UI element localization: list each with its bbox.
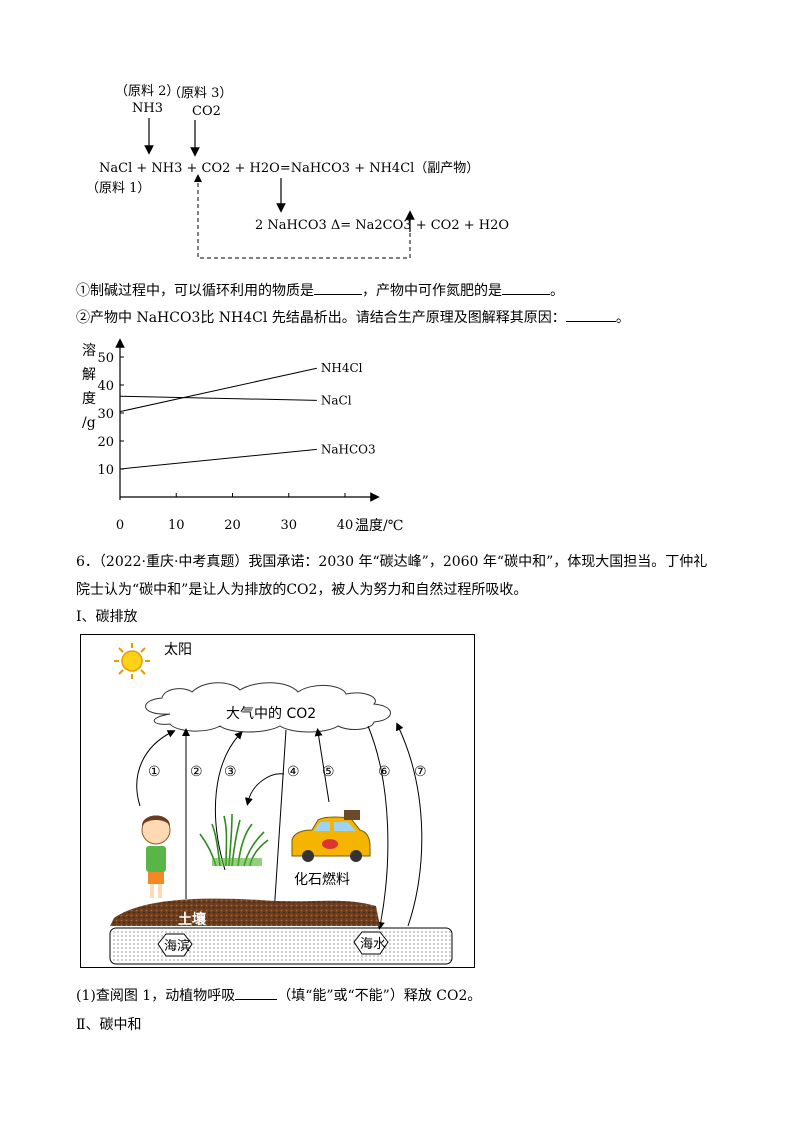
- arrow-label-7: ⑦: [414, 764, 427, 780]
- main-equation: NaCl + NH3 + CO2 + H2O=NaHCO3 + NH4Cl（副产…: [99, 161, 480, 176]
- co2-label: CO2: [192, 104, 221, 119]
- y-axis-label: /g: [82, 415, 96, 431]
- y-tick-label: 50: [97, 351, 114, 366]
- arrow-5: [314, 728, 330, 803]
- question-1-text-c: 。: [550, 283, 564, 299]
- y-tick-label: 20: [97, 435, 114, 450]
- arrow-label-5: ⑤: [322, 764, 335, 780]
- raw-material-1-label: （原料 1）: [86, 181, 151, 196]
- x-tick-label: 10: [168, 518, 185, 533]
- x-tick-label: 30: [280, 518, 297, 533]
- y-tick-label: 30: [97, 407, 114, 422]
- series-label-nh4cl: NH4Cl: [321, 361, 363, 375]
- arrow-1: [136, 730, 176, 807]
- question-6-1-text-b: （填“能”或“不能”）释放 CO2。: [277, 988, 482, 1004]
- arrow-label-1: ①: [148, 764, 161, 780]
- answer-blank-fertilizer[interactable]: [502, 280, 550, 295]
- arrow-4-main: [270, 729, 287, 918]
- sun-icon: [114, 643, 150, 679]
- fossil-fuel-label: 化石燃料: [294, 871, 350, 888]
- question-2-text-a: ②产物中 NaHCO3比 NH4Cl 先结晶析出。请结合生产原理及图解释其原因：: [76, 310, 566, 326]
- nh3-label: NH3: [132, 101, 163, 116]
- y-tick-label: 40: [97, 379, 114, 394]
- y-tick-label: 10: [97, 463, 114, 478]
- series-label-nacl: NaCl: [321, 393, 352, 407]
- section-1-title: Ⅰ、碳排放: [76, 609, 138, 625]
- shore-hexagon: [157, 933, 193, 957]
- x-tick-label: 40: [337, 518, 354, 533]
- question-1: ①制碱过程中，可以循环利用的物质是 ，产物中可作氮肥的是 。: [76, 280, 564, 300]
- series-line-nacl: [119, 395, 317, 401]
- question-1-text-a: ①制碱过程中，可以循环利用的物质是: [76, 283, 314, 299]
- sun-label: 太阳: [164, 642, 192, 658]
- soil-label: 土壤: [178, 911, 207, 928]
- question-1-text-b: ，产物中可作氮肥的是: [362, 283, 502, 299]
- raw-material-3-label: （原料 3）: [168, 86, 233, 101]
- car-icon: [291, 810, 371, 862]
- cloud-label: 大气中的 CO2: [226, 706, 316, 722]
- series-line-nh4cl: [119, 367, 317, 413]
- answer-blank-recycle[interactable]: [314, 280, 362, 295]
- section-2-title: Ⅱ、碳中和: [76, 1017, 142, 1033]
- cloud-icon: [145, 682, 391, 733]
- question-2: ②产物中 NaHCO3比 NH4Cl 先结晶析出。请结合生产原理及图解释其原因：…: [76, 307, 630, 327]
- raw-material-2-label: （原料 2）: [115, 84, 180, 99]
- question-6-line-1: 6．（2022·重庆·中考真题）我国承诺：2030 年“碳达峰”，2060 年“…: [76, 554, 708, 570]
- soil-mound: [110, 898, 380, 926]
- question-6-line-2: 院士认为“碳中和”是让人为排放的CO2，被人为努力和自然过程所吸收。: [76, 582, 528, 598]
- arrow-label-4: ④: [287, 764, 300, 780]
- reaction-arrows: [144, 118, 415, 259]
- x-axis-label: 温度/℃: [355, 518, 403, 534]
- sea-label: 海水: [360, 937, 386, 952]
- series-line-nahco3: [119, 448, 317, 470]
- carbon-cycle-figure: 太阳 大气中的 CO2 ① ② ③ ④ ⑤ ⑥ ⑦ 化石燃料: [80, 634, 475, 968]
- series-label-nahco3: NaHCO3: [321, 442, 376, 456]
- question-2-text-b: 。: [615, 310, 630, 326]
- arrow-label-2: ②: [190, 764, 203, 780]
- arrow-4-branch: [244, 773, 285, 806]
- x-tick-label: 0: [116, 518, 124, 533]
- arrow-7: [396, 722, 423, 927]
- y-axis-label: 溶: [82, 343, 96, 359]
- shore-label: 海滨: [164, 938, 190, 954]
- decomposition-equation: 2 NaHCO3 Δ= Na2CO3 + CO2 + H2O: [255, 218, 510, 233]
- y-axis-label: 度: [82, 391, 96, 407]
- answer-blank-reason[interactable]: [565, 307, 616, 322]
- arrow-3: [214, 731, 243, 871]
- y-axis-label: 解: [82, 367, 96, 383]
- sea-hexagon: [353, 931, 389, 955]
- question-6-1: (1)查阅图 1，动植物呼吸 （填“能”或“不能”）释放 CO2。: [76, 985, 481, 1005]
- question-6-1-text-a: (1)查阅图 1，动植物呼吸: [76, 988, 236, 1004]
- recycle-dashed-arrow: [194, 174, 411, 259]
- answer-blank-respiration[interactable]: [235, 985, 278, 1000]
- arrow-label-6: ⑥: [378, 764, 391, 780]
- person-icon: [141, 815, 171, 898]
- arrow-label-3: ③: [224, 764, 237, 780]
- arrow-6: [367, 725, 389, 930]
- x-tick-label: 20: [224, 518, 241, 533]
